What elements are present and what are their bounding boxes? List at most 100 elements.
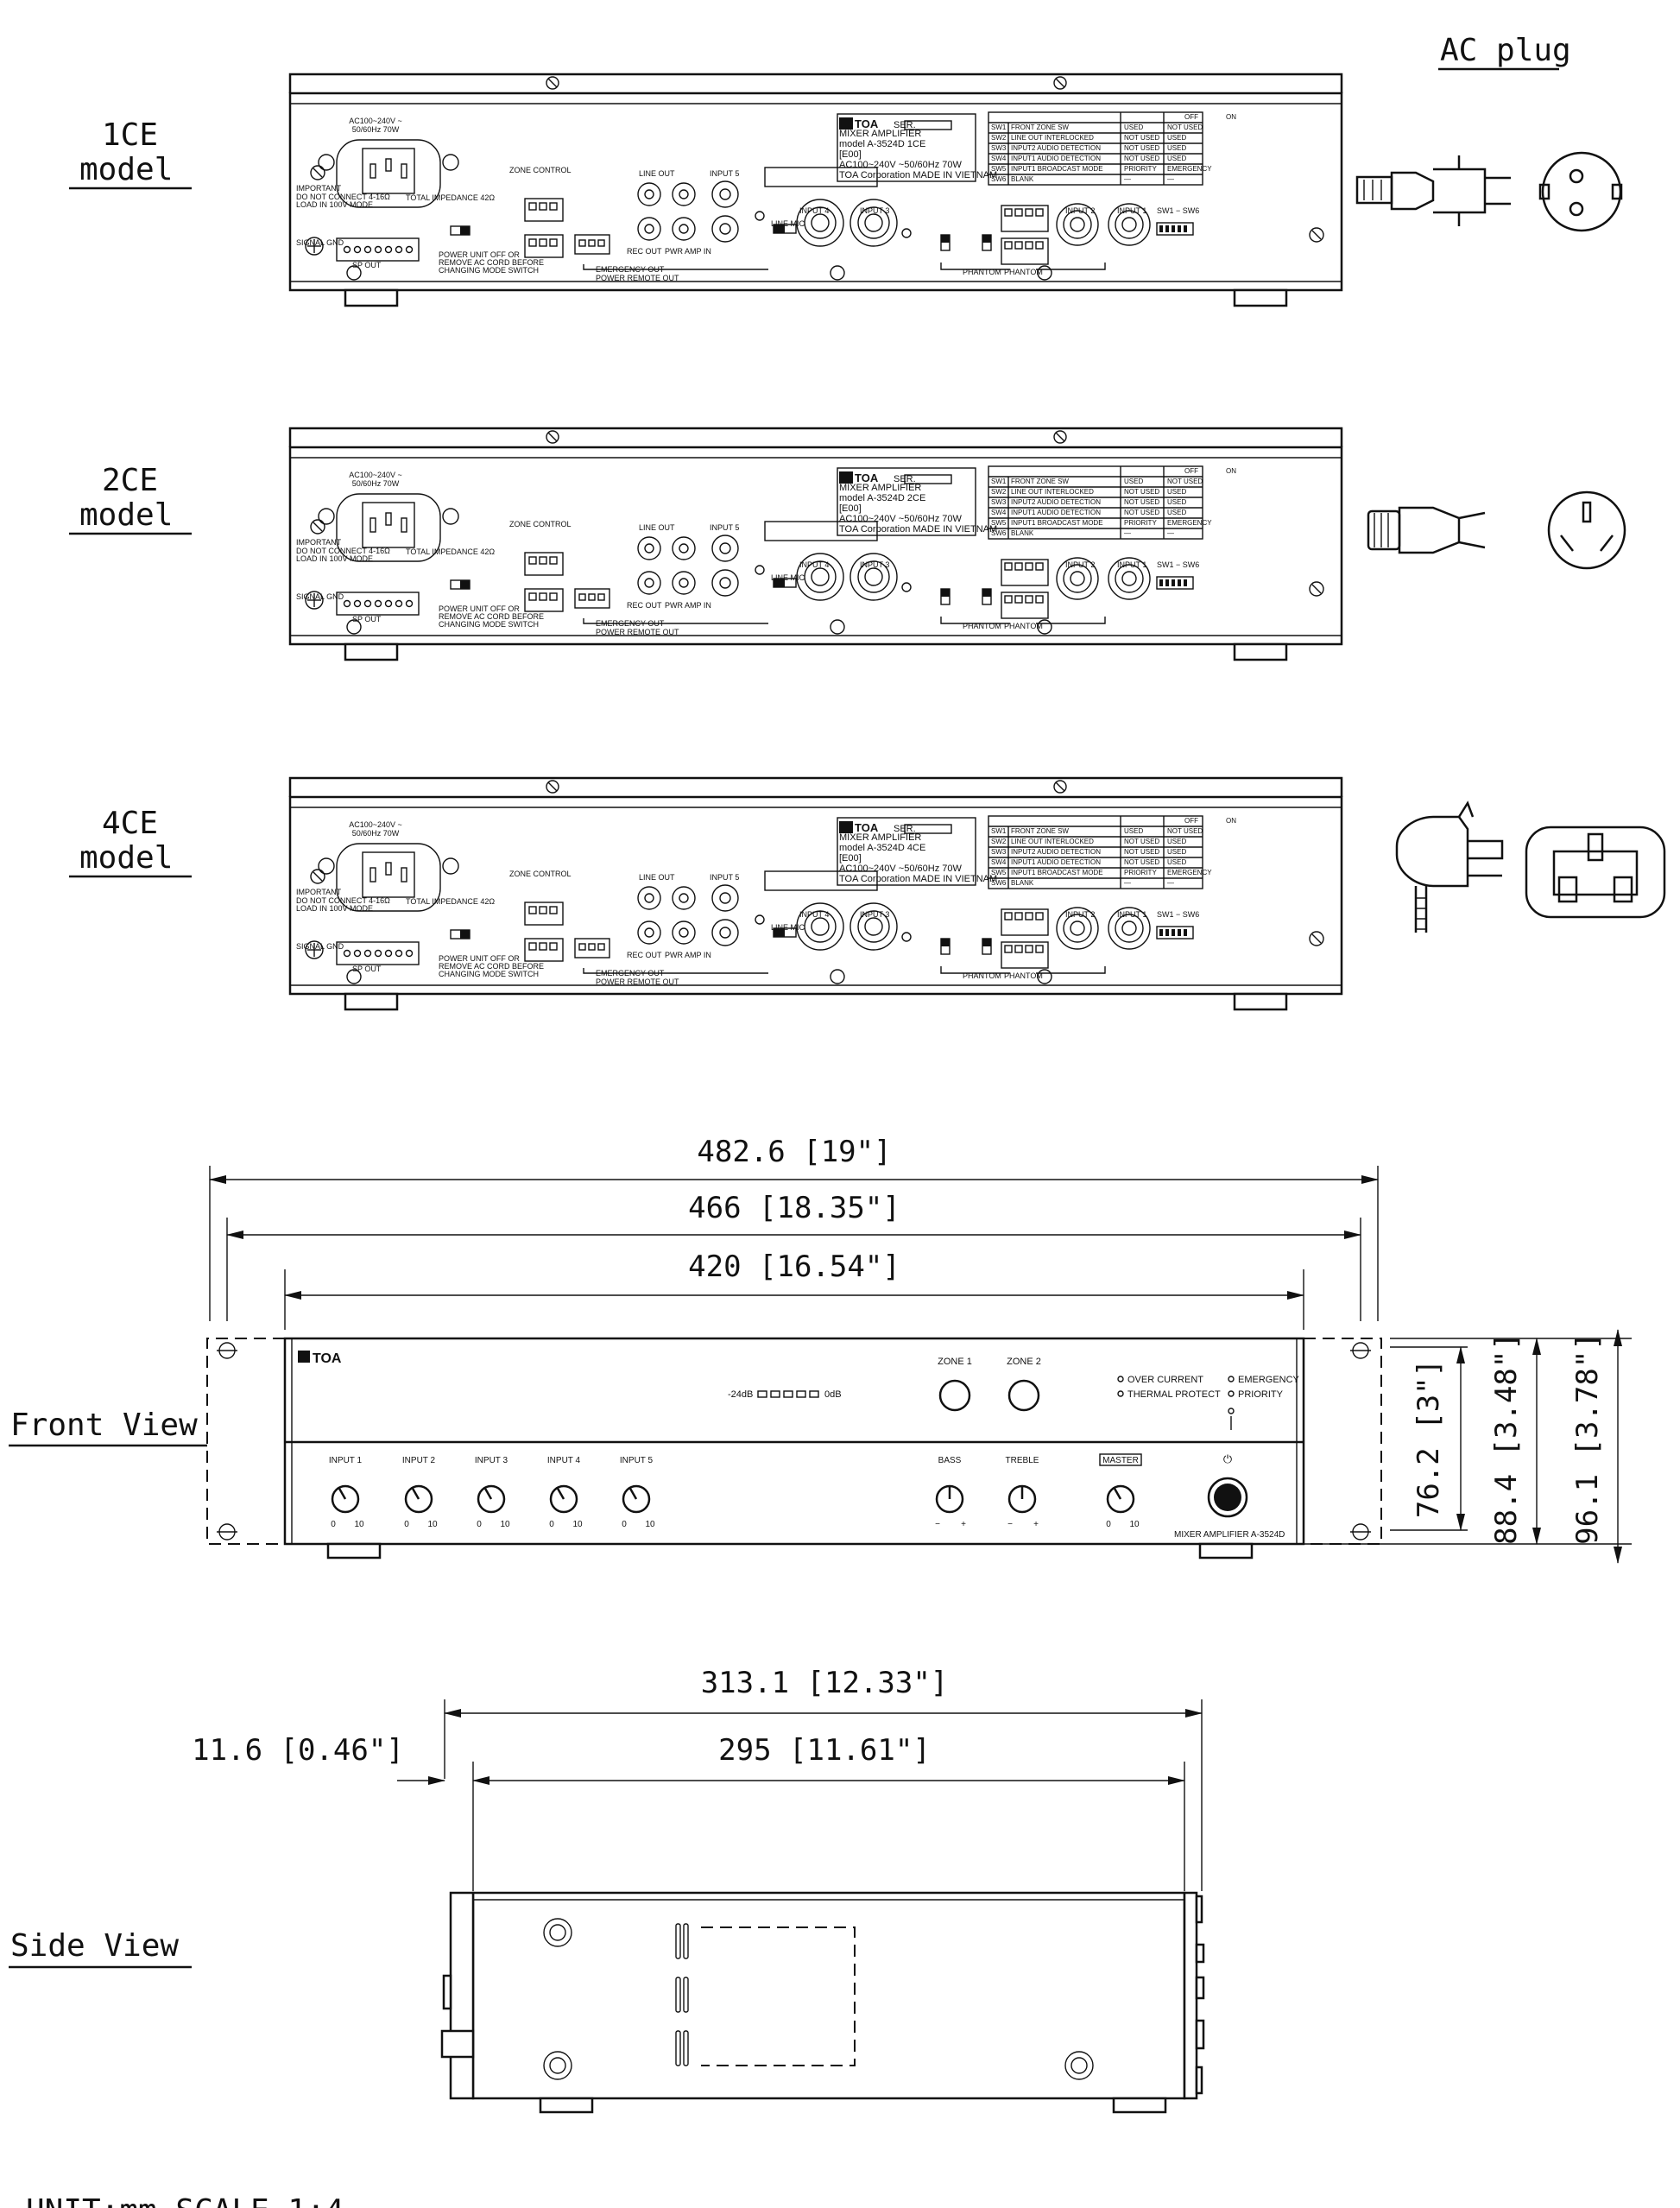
svg-text:FRONT ZONE SW: FRONT ZONE SW bbox=[1011, 123, 1069, 131]
svg-text:SIGNAL GND: SIGNAL GND bbox=[296, 592, 344, 601]
svg-text:10: 10 bbox=[427, 1520, 438, 1529]
model-4ce-word: model bbox=[79, 840, 173, 876]
svg-text:INPUT2 AUDIO DETECTION: INPUT2 AUDIO DETECTION bbox=[1011, 144, 1101, 152]
svg-text:PHANTOM: PHANTOM bbox=[963, 622, 1001, 630]
side-panel bbox=[440, 1891, 1205, 2114]
svg-text:INPUT 2: INPUT 2 bbox=[1065, 560, 1095, 569]
svg-text:INPUT1 BROADCAST MODE: INPUT1 BROADCAST MODE bbox=[1011, 519, 1103, 527]
svg-text:LINE OUT INTERLOCKED: LINE OUT INTERLOCKED bbox=[1011, 838, 1094, 845]
svg-text:SW1 − SW6: SW1 − SW6 bbox=[1157, 560, 1199, 569]
svg-text:BASS: BASS bbox=[938, 1456, 962, 1465]
meter-high-label: 0dB bbox=[824, 1389, 842, 1400]
dim-body-height: 88.4 [3.48"] bbox=[1489, 1332, 1524, 1545]
svg-text:SER.: SER. bbox=[894, 474, 916, 484]
input1-knob[interactable] bbox=[331, 1484, 360, 1514]
svg-text:LOAD IN 100V MODE: LOAD IN 100V MODE bbox=[296, 200, 373, 209]
svg-text:MIXER AMPLIFIER: MIXER AMPLIFIER bbox=[839, 483, 921, 493]
svg-text:—: — bbox=[1124, 879, 1131, 887]
svg-text:INPUT 3: INPUT 3 bbox=[860, 206, 889, 215]
master-knob[interactable] bbox=[1106, 1484, 1135, 1514]
svg-text:PHANTOM: PHANTOM bbox=[1004, 268, 1043, 276]
input5-knob[interactable] bbox=[622, 1484, 651, 1514]
svg-text:model A-3524D 4CE: model A-3524D 4CE bbox=[839, 843, 925, 853]
svg-text:DO NOT CONNECT 4-16Ω: DO NOT CONNECT 4-16Ω bbox=[296, 547, 390, 555]
svg-text:REMOVE AC CORD BEFORE: REMOVE AC CORD BEFORE bbox=[439, 258, 544, 267]
svg-text:USED: USED bbox=[1167, 838, 1186, 845]
svg-text:[E00]: [E00] bbox=[839, 853, 862, 864]
svg-text:BLANK: BLANK bbox=[1011, 175, 1034, 183]
svg-text:OVER CURRENT: OVER CURRENT bbox=[1127, 1375, 1203, 1385]
svg-text:NOT USED: NOT USED bbox=[1167, 123, 1203, 131]
svg-text:ON: ON bbox=[1226, 467, 1236, 475]
svg-text:+: + bbox=[961, 1520, 966, 1529]
model-1ce-label: 1CE bbox=[102, 117, 158, 153]
svg-text:—: — bbox=[1167, 879, 1174, 887]
svg-text:INPUT 1: INPUT 1 bbox=[1117, 560, 1146, 569]
svg-text:TREBLE: TREBLE bbox=[1006, 1456, 1039, 1465]
svg-text:NOT USED: NOT USED bbox=[1124, 488, 1159, 496]
svg-text:DO NOT CONNECT 4-16Ω: DO NOT CONNECT 4-16Ω bbox=[296, 896, 390, 905]
svg-text:0: 0 bbox=[1106, 1520, 1111, 1529]
svg-text:USED: USED bbox=[1124, 478, 1143, 485]
svg-text:INPUT 1: INPUT 1 bbox=[329, 1456, 363, 1465]
svg-text:NOT USED: NOT USED bbox=[1124, 509, 1159, 516]
svg-text:BLANK: BLANK bbox=[1011, 879, 1034, 887]
svg-text:INPUT1 BROADCAST MODE: INPUT1 BROADCAST MODE bbox=[1011, 869, 1103, 876]
svg-text:REC OUT: REC OUT bbox=[627, 247, 662, 256]
input4-knob[interactable] bbox=[549, 1484, 578, 1514]
svg-text:IMPORTANT: IMPORTANT bbox=[296, 184, 342, 193]
svg-text:PRIORITY: PRIORITY bbox=[1124, 519, 1157, 527]
depth-dimensions: 313.1 [12.33"] 295 [11.61"] 11.6 [0.46"] bbox=[192, 1666, 1203, 1891]
width-dimensions: 482.6 [19"] 466 [18.35"] 420 [16.54"] bbox=[209, 1135, 1379, 1330]
svg-text:SW5: SW5 bbox=[991, 869, 1007, 876]
svg-text:THERMAL PROTECT: THERMAL PROTECT bbox=[1127, 1389, 1221, 1400]
input3-knob[interactable] bbox=[477, 1484, 506, 1514]
svg-text:SW4: SW4 bbox=[991, 509, 1007, 516]
dim-mount-width: 466 [18.35"] bbox=[688, 1191, 900, 1225]
svg-text:DO NOT CONNECT 4-16Ω: DO NOT CONNECT 4-16Ω bbox=[296, 193, 390, 201]
svg-text:FRONT ZONE SW: FRONT ZONE SW bbox=[1011, 478, 1069, 485]
svg-text:SW2: SW2 bbox=[991, 838, 1007, 845]
dim-body-depth: 295 [11.61"] bbox=[718, 1733, 931, 1768]
svg-text:INPUT 1: INPUT 1 bbox=[1117, 910, 1146, 919]
plug-uk-icon bbox=[1395, 800, 1666, 933]
svg-text:POWER UNIT OFF OR: POWER UNIT OFF OR bbox=[439, 954, 520, 963]
svg-text:INPUT 3: INPUT 3 bbox=[475, 1456, 508, 1465]
svg-text:LINE OUT INTERLOCKED: LINE OUT INTERLOCKED bbox=[1011, 134, 1094, 142]
svg-text:AC100~240V ~: AC100~240V ~ bbox=[349, 117, 402, 125]
model-2ce-word: model bbox=[79, 497, 173, 533]
svg-text:INPUT1 AUDIO DETECTION: INPUT1 AUDIO DETECTION bbox=[1011, 155, 1101, 162]
svg-text:−: − bbox=[1007, 1520, 1013, 1529]
svg-text:0: 0 bbox=[404, 1520, 409, 1529]
svg-text:LINE OUT INTERLOCKED: LINE OUT INTERLOCKED bbox=[1011, 488, 1094, 496]
front-panel: TOA -24dB 0dB ZONE 1 ZONE 2 OVER CURRENT… bbox=[206, 1337, 1382, 1560]
svg-text:LOAD IN 100V MODE: LOAD IN 100V MODE bbox=[296, 904, 373, 913]
input2-knob[interactable] bbox=[404, 1484, 433, 1514]
svg-text:CHANGING MODE SWITCH: CHANGING MODE SWITCH bbox=[439, 970, 539, 978]
svg-text:LINE OUT: LINE OUT bbox=[639, 523, 675, 532]
svg-text:MIXER AMPLIFIER: MIXER AMPLIFIER bbox=[839, 832, 921, 843]
svg-text:INPUT 2: INPUT 2 bbox=[1065, 206, 1095, 215]
svg-text:NOT USED: NOT USED bbox=[1124, 858, 1159, 866]
power-button[interactable] bbox=[1207, 1477, 1248, 1518]
svg-text:AC100~240V ~: AC100~240V ~ bbox=[349, 471, 402, 479]
svg-text:PWR AMP IN: PWR AMP IN bbox=[665, 247, 711, 256]
svg-text:SW5: SW5 bbox=[991, 519, 1007, 527]
svg-text:NOT USED: NOT USED bbox=[1124, 498, 1159, 506]
zone2-knob[interactable] bbox=[1007, 1379, 1040, 1412]
svg-text:PHANTOM: PHANTOM bbox=[1004, 971, 1043, 980]
svg-text:SW3: SW3 bbox=[991, 498, 1007, 506]
svg-text:SW3: SW3 bbox=[991, 144, 1007, 152]
svg-text:50/60Hz 70W: 50/60Hz 70W bbox=[352, 479, 400, 488]
svg-text:INPUT 5: INPUT 5 bbox=[620, 1456, 654, 1465]
svg-text:AC100~240V ~50/60Hz 70W: AC100~240V ~50/60Hz 70W bbox=[839, 864, 962, 874]
svg-text:SP OUT: SP OUT bbox=[352, 615, 382, 623]
svg-text:LINE OUT: LINE OUT bbox=[639, 169, 675, 178]
svg-text:AC100~240V ~50/60Hz 70W: AC100~240V ~50/60Hz 70W bbox=[839, 514, 962, 524]
zone1-knob[interactable] bbox=[938, 1379, 971, 1412]
svg-text:PHANTOM: PHANTOM bbox=[1004, 622, 1043, 630]
svg-text:POWER REMOTE OUT: POWER REMOTE OUT bbox=[596, 274, 679, 282]
svg-text:ZONE CONTROL: ZONE CONTROL bbox=[509, 870, 572, 878]
svg-text:OFF: OFF bbox=[1184, 467, 1198, 475]
svg-text:EMERGENCY OUT: EMERGENCY OUT bbox=[596, 265, 665, 274]
